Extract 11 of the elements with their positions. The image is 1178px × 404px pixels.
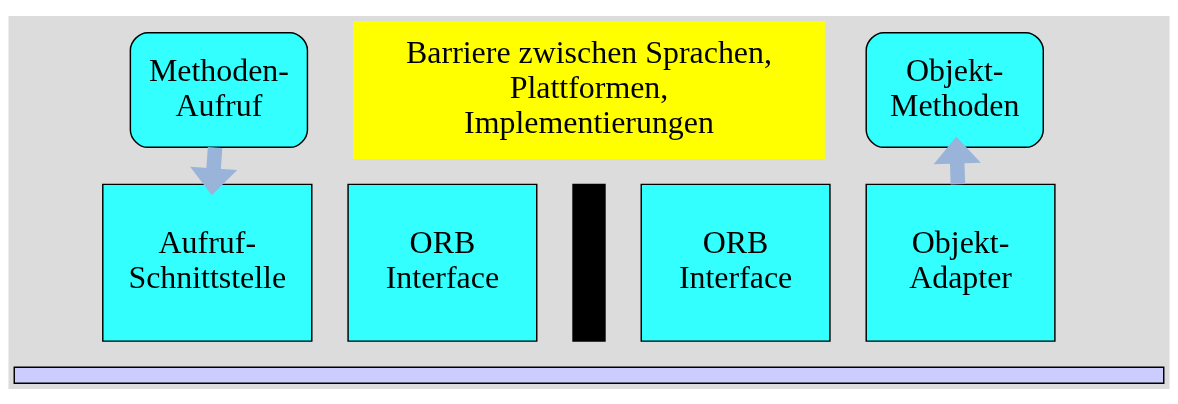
arrow bbox=[933, 136, 981, 185]
node-box: ORB Interface bbox=[347, 183, 538, 342]
arrow bbox=[190, 146, 238, 195]
node-bar bbox=[572, 183, 606, 342]
node-box: Objekt-Adapter bbox=[865, 183, 1056, 342]
node-box: Aufruf-Schnittstelle bbox=[102, 183, 313, 342]
node-box: Methoden-Aufruf bbox=[129, 31, 309, 148]
node-box: Objekt-Methoden bbox=[865, 31, 1044, 148]
node-box: ORB Interface bbox=[640, 183, 831, 342]
node-bar bbox=[13, 366, 1165, 384]
node-box: Barriere zwischen Sprachen, Plattformen, Implementierungen bbox=[353, 20, 825, 159]
